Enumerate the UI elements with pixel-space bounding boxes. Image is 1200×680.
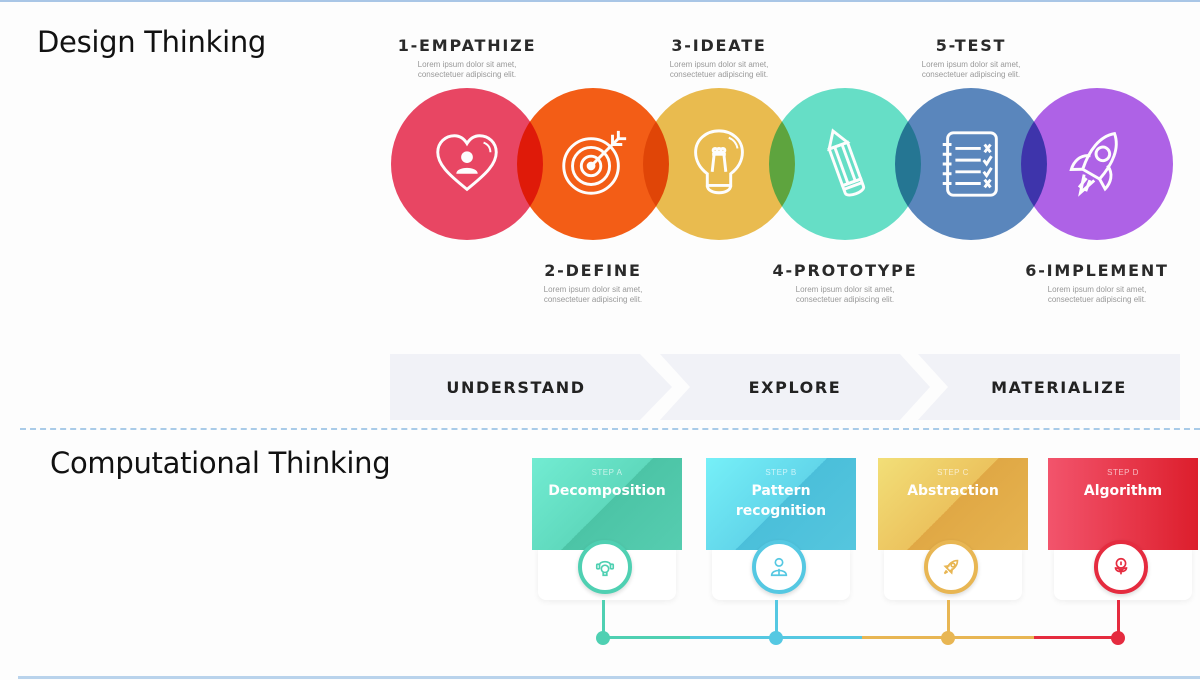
timeline-node bbox=[941, 631, 955, 645]
bottom-border bbox=[18, 676, 1200, 679]
timeline-node bbox=[1111, 631, 1125, 645]
step-label-empathize: 1-EMPATHIZE Lorem ipsum dolor sit amet,c… bbox=[382, 36, 552, 80]
heart-person-icon bbox=[436, 134, 498, 192]
step-desc: Lorem ipsum dolor sit amet,consectetuer … bbox=[921, 60, 1021, 79]
timeline-stem bbox=[775, 600, 778, 636]
step-label-implement: 6-IMPLEMENT Lorem ipsum dolor sit amet,c… bbox=[1012, 261, 1182, 305]
phase-explore: EXPLORE bbox=[660, 354, 930, 420]
step-desc: Lorem ipsum dolor sit amet,consectetuer … bbox=[669, 60, 769, 79]
card-header: STEP D Algorithm bbox=[1048, 458, 1198, 550]
card-decomposition: STEP A Decomposition bbox=[532, 458, 682, 600]
timeline-stem bbox=[947, 600, 950, 636]
rocket-icon bbox=[1069, 131, 1118, 197]
timeline-segment bbox=[603, 636, 690, 639]
step-title: 6-IMPLEMENT bbox=[1025, 261, 1169, 280]
card-header: STEP A Decomposition bbox=[532, 458, 682, 550]
step-name: Abstraction bbox=[907, 483, 999, 499]
rocket-icon bbox=[943, 559, 959, 575]
lightbulb-icon bbox=[694, 129, 744, 195]
badge bbox=[752, 540, 806, 594]
phase-chevrons: UNDERSTAND EXPLORE MATERIALIZE bbox=[390, 354, 1180, 420]
step-name: Pattern recognition bbox=[735, 483, 827, 519]
card-header: STEP C Abstraction bbox=[878, 458, 1028, 550]
step-tag: STEP D bbox=[1107, 468, 1139, 477]
computational-thinking-title: Computational Thinking bbox=[50, 446, 391, 480]
step-label-define: 2-DEFINE Lorem ipsum dolor sit amet,cons… bbox=[508, 261, 678, 305]
card-algorithm: STEP D Algorithm bbox=[1048, 458, 1198, 600]
card-pattern-recognition: STEP B Pattern recognition bbox=[706, 458, 856, 600]
step-tag: STEP A bbox=[591, 468, 623, 477]
step-label-test: 5-TEST Lorem ipsum dolor sit amet,consec… bbox=[886, 36, 1056, 80]
step-title: 3-IDEATE bbox=[671, 36, 767, 55]
step-tag: STEP C bbox=[937, 468, 969, 477]
step-desc: Lorem ipsum dolor sit amet,consectetuer … bbox=[1047, 285, 1147, 304]
head-gears-icon bbox=[595, 560, 615, 577]
step-title: 4-PROTOTYPE bbox=[772, 261, 918, 280]
top-border bbox=[0, 0, 1200, 2]
pencil-icon bbox=[827, 128, 865, 197]
step-title: 1-EMPATHIZE bbox=[397, 36, 537, 55]
badge bbox=[1094, 540, 1148, 594]
card-header: STEP B Pattern recognition bbox=[706, 458, 856, 550]
badge bbox=[578, 540, 632, 594]
timeline-node bbox=[596, 631, 610, 645]
step-label-prototype: 4-PROTOTYPE Lorem ipsum dolor sit amet,c… bbox=[760, 261, 930, 305]
person-icon bbox=[770, 557, 788, 577]
timeline-stem bbox=[602, 600, 605, 636]
step-name: Decomposition bbox=[548, 483, 666, 499]
step-title: 2-DEFINE bbox=[544, 261, 642, 280]
target-arrow-icon bbox=[562, 130, 627, 195]
timeline-stem bbox=[1117, 600, 1120, 636]
design-thinking-title: Design Thinking bbox=[37, 25, 267, 59]
step-desc: Lorem ipsum dolor sit amet,consectetuer … bbox=[543, 285, 643, 304]
step-title: 5-TEST bbox=[935, 36, 1007, 55]
step-name: Algorithm bbox=[1083, 483, 1163, 499]
timeline-segment bbox=[1034, 636, 1118, 639]
phase-materialize: MATERIALIZE bbox=[918, 354, 1180, 420]
idea-plant-icon bbox=[1114, 557, 1128, 575]
step-label-ideate: 3-IDEATE Lorem ipsum dolor sit amet,cons… bbox=[634, 36, 804, 80]
checklist-icon bbox=[942, 131, 998, 197]
step-desc: Lorem ipsum dolor sit amet,consectetuer … bbox=[417, 60, 517, 79]
card-abstraction: STEP C Abstraction bbox=[878, 458, 1028, 600]
section-divider bbox=[20, 428, 1200, 430]
step-desc: Lorem ipsum dolor sit amet,consectetuer … bbox=[795, 285, 895, 304]
badge bbox=[924, 540, 978, 594]
circle-implement bbox=[1021, 88, 1173, 240]
phase-understand: UNDERSTAND bbox=[390, 354, 672, 420]
timeline-node bbox=[769, 631, 783, 645]
step-tag: STEP B bbox=[765, 468, 797, 477]
